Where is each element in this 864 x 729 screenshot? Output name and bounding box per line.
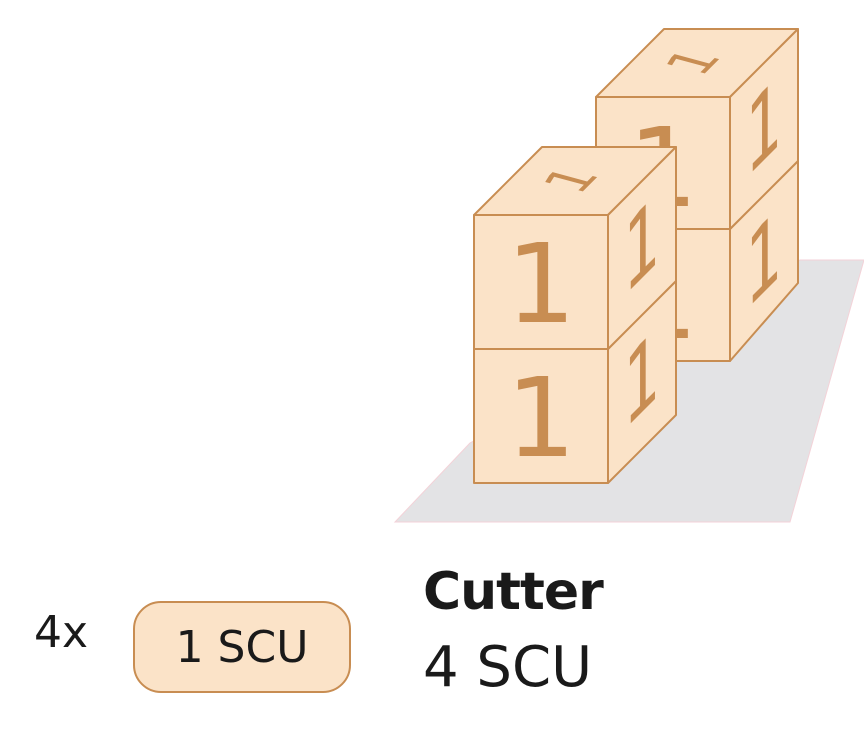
ship-capacity: 4 SCU xyxy=(423,635,593,700)
cube-stack-front: 1 1 1 1 1 xyxy=(473,146,677,484)
scu-unit-label: 1 SCU xyxy=(175,621,309,673)
scu-unit-badge: 1 SCU xyxy=(133,601,351,693)
cube-front-bottom: 1 1 xyxy=(473,280,677,484)
cube-front-top: 1 1 1 xyxy=(473,146,677,350)
svg-text:1: 1 xyxy=(506,354,576,482)
svg-text:1: 1 xyxy=(506,220,576,348)
ship-name: Cutter xyxy=(423,562,604,622)
unit-multiplier: 4x xyxy=(34,607,89,658)
